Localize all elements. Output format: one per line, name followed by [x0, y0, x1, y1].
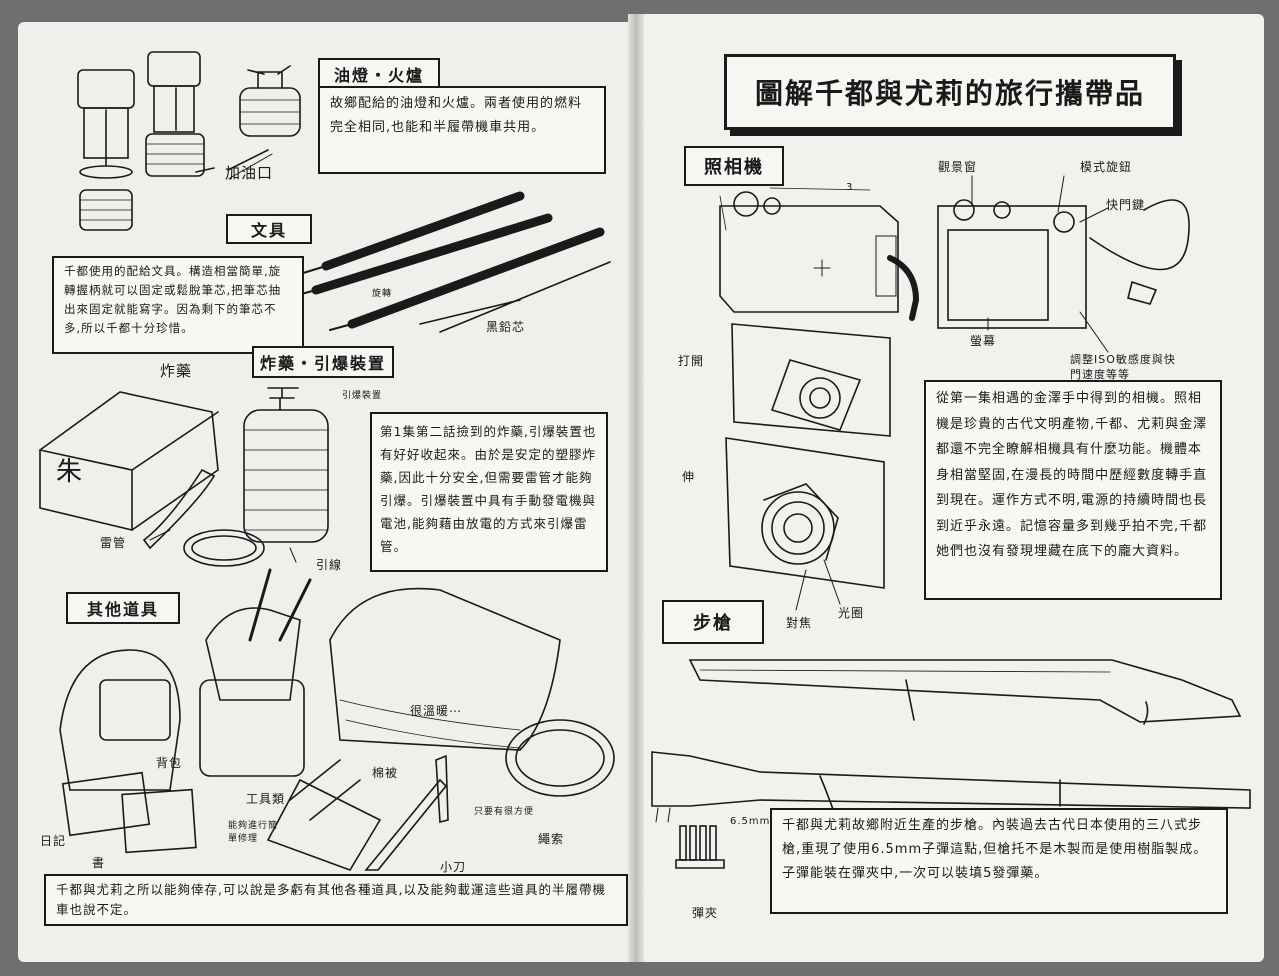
dimension-annotation: 3	[846, 182, 854, 193]
pencil-illustration	[293, 191, 611, 333]
aperture-annotation: 光圈	[838, 606, 865, 620]
other-items-illustration	[59, 568, 615, 871]
camera-description: 從第一集相遇的金澤手中得到的相機。照相機是珍貴的古代文明產物,千都、尤莉與金澤都…	[924, 380, 1222, 600]
other-items-description: 千都與尤莉之所以能夠倖存,可以說是多虧有其他各種道具,以及能夠載運這些道具的半履…	[44, 874, 628, 926]
wire-annotation: 引線	[316, 558, 343, 572]
detonator-annotation: 引爆裝置	[342, 391, 383, 401]
tools-note-annotation: 能夠進行簡單修理	[228, 821, 279, 844]
quilt-annotation: 棉被	[372, 766, 399, 780]
explosive-description: 第1集第二話撿到的炸藥,引爆裝置也有好好收起來。由於是安定的塑膠炸藥,因此十分安…	[370, 412, 608, 572]
camera-label: 照相機	[684, 146, 784, 186]
viewfinder-annotation: 觀景窗	[938, 160, 978, 174]
shutter-annotation: 快門鍵	[1106, 198, 1146, 212]
rope-note-annotation: 只要有很方便	[474, 807, 535, 817]
clip-annotation: 彈夾	[692, 906, 719, 920]
open-annotation: 打開	[678, 354, 705, 368]
explosive-illustration: 朱	[39, 387, 329, 567]
stationery-label: 文具	[226, 214, 312, 244]
oil-inlet-annotation: 加油口	[225, 164, 274, 182]
other-items-label: 其他道具	[66, 592, 180, 624]
lamp-illustration	[77, 51, 301, 231]
stationery-description: 千都使用的配給文具。構造相當簡單,旋轉握柄就可以固定或鬆脫筆芯,把筆芯抽出來固定…	[52, 256, 304, 354]
lamp-description: 故鄉配給的油燈和火爐。兩者使用的燃料完全相同,也能和半履帶機車共用。	[318, 86, 606, 174]
caliber-annotation: 6.5mm	[730, 816, 771, 827]
book-gutter	[628, 14, 644, 962]
iso-annotation: 調整ISO敏感度與快門速度等等	[1070, 353, 1176, 381]
focus-annotation: 對焦	[786, 616, 813, 630]
knob-annotation: 旋轉	[372, 289, 393, 299]
warm-annotation: 很溫暖⋯	[410, 704, 463, 718]
diary-annotation: 日記	[40, 834, 67, 848]
book-annotation: 書	[92, 856, 106, 870]
svg-text:朱: 朱	[56, 457, 82, 487]
tools-annotation: 工具類	[246, 792, 286, 806]
extend-annotation: 伸	[682, 470, 696, 484]
camera-illustration	[719, 187, 1190, 589]
explosive-annotation: 炸藥	[160, 362, 193, 380]
rifle-description: 千都與尤莉故鄉附近生產的步槍。內裝過去古代日本使用的三八式步槍,重現了使用6.5…	[770, 808, 1228, 914]
rope-annotation: 繩索	[538, 832, 565, 846]
mode-dial-annotation: 模式旋鈕	[1080, 160, 1133, 174]
page-title: 圖解千都與尤莉的旅行攜帶品	[724, 54, 1176, 130]
rifle-label: 步槍	[662, 600, 764, 644]
knife-annotation: 小刀	[440, 860, 467, 874]
explosive-label: 炸藥・引爆裝置	[252, 346, 394, 378]
cap-annotation: 雷管	[100, 536, 127, 550]
lead-annotation: 黑鉛芯	[486, 320, 526, 334]
screen-annotation: 螢幕	[970, 334, 997, 348]
backpack-annotation: 背包	[156, 756, 183, 770]
leader-lines	[149, 153, 1109, 611]
lamp-label: 油燈・火爐	[318, 58, 440, 90]
